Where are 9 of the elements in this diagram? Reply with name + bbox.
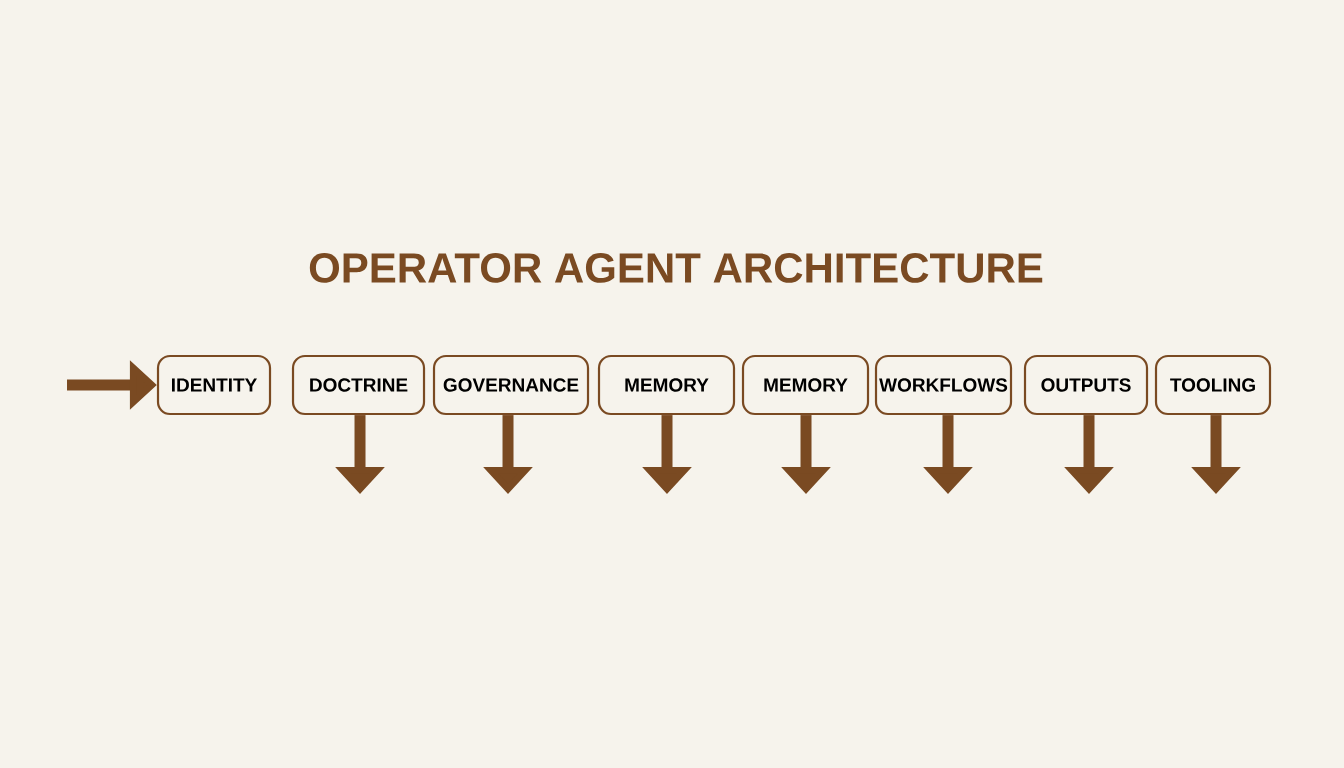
process-box: MEMORY — [597, 354, 736, 416]
title: OPERATOR AGENT ARCHITECTURE — [309, 253, 1043, 283]
process-box: WORKFLOWS — [874, 354, 1013, 416]
process-box: DOCTRINE — [291, 354, 426, 416]
process-box: GOVERNANCE — [432, 354, 590, 416]
process-box: OUTPUTS — [1023, 354, 1149, 416]
process-box: IDENTITY — [156, 354, 272, 416]
process-box: MEMORY — [741, 354, 870, 416]
process-box: TOOLING — [1154, 354, 1272, 416]
